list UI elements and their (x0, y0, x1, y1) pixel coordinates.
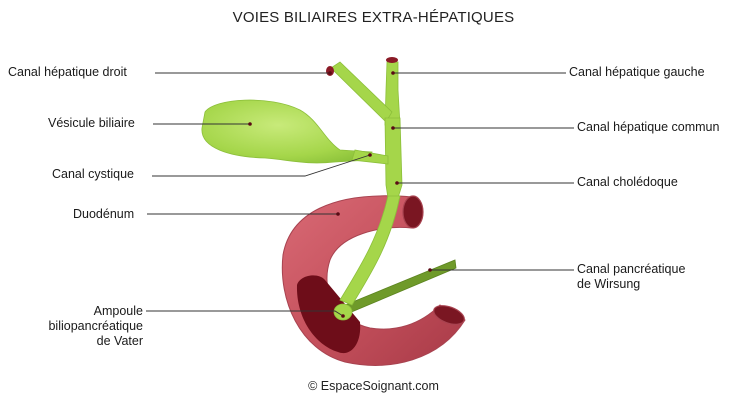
left-duct-end (386, 57, 398, 63)
label-ampoule-vater: Ampoule biliopancréatique de Vater (30, 304, 143, 349)
label-canal-hepatique-gauche: Canal hépatique gauche (569, 65, 705, 80)
label-vesicule-biliaire: Vésicule biliaire (48, 116, 135, 131)
label-canal-choledoque: Canal cholédoque (577, 175, 678, 190)
label-canal-cystique: Canal cystique (52, 167, 134, 182)
duodenum-shape (282, 196, 466, 366)
label-canal-hepatique-droit: Canal hépatique droit (8, 65, 127, 80)
label-canal-hepatique-commun: Canal hépatique commun (577, 120, 719, 135)
copyright-notice: © EspaceSoignant.com (0, 379, 747, 393)
label-canal-wirsung: Canal pancréatique de Wirsung (577, 262, 685, 292)
label-duodenum: Duodénum (73, 207, 134, 222)
